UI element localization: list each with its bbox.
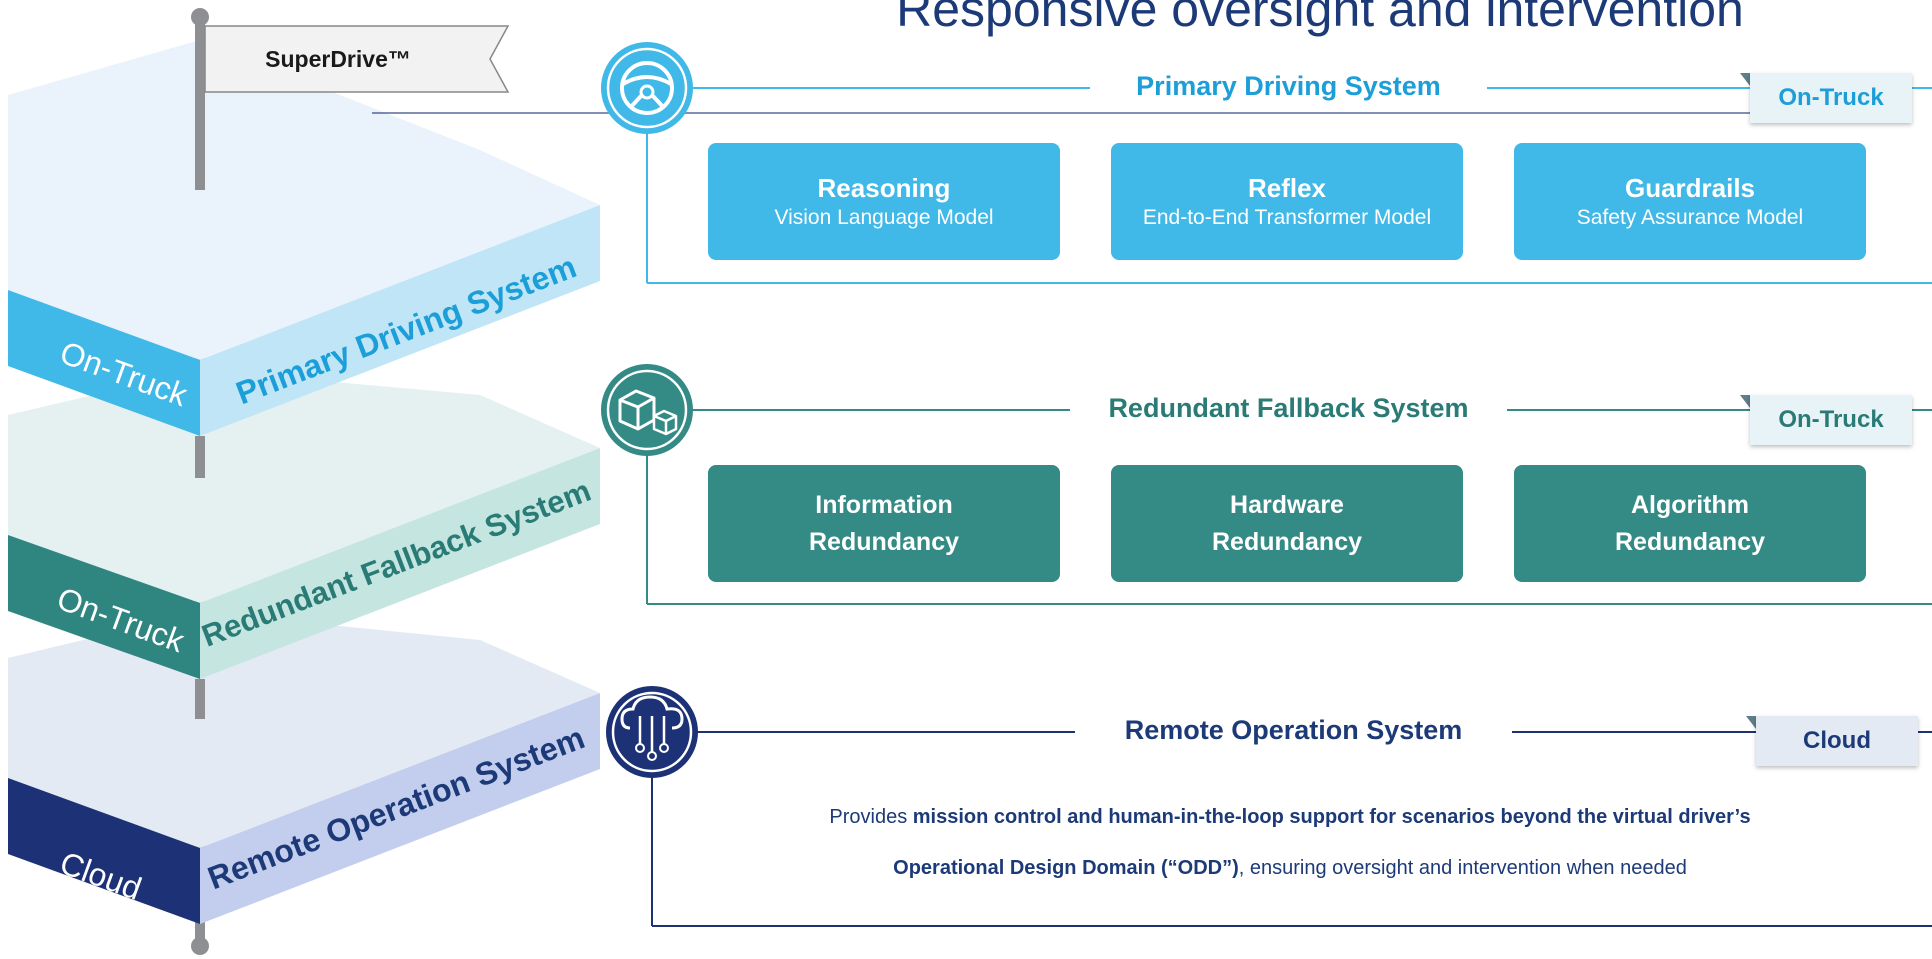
remote-deployment-tag: Cloud	[1756, 716, 1918, 766]
module-guardrails-title: Guardrails	[1624, 172, 1756, 203]
module-reasoning-subtitle: Vision Language Model	[774, 205, 994, 229]
remote-description-line2: Operational Design Domain (“ODD”), ensur…	[740, 857, 1840, 880]
fallback-tag-fold	[1740, 395, 1750, 408]
page-title: Responsive oversight and intervention	[896, 0, 1744, 37]
remote-section-title: Remote Operation System	[1124, 715, 1463, 745]
layer-remote-operation: Cloud Remote Operation System	[8, 612, 600, 924]
layer-fallback-top-face	[8, 370, 600, 603]
module-reflex: Reflex End-to-End Transformer Model	[1111, 143, 1463, 260]
module-reflex-title: Reflex	[1247, 172, 1327, 203]
module-guardrails-subtitle: Safety Assurance Model	[1576, 205, 1804, 229]
remote-tag-fold	[1746, 716, 1756, 729]
module-reasoning: Reasoning Vision Language Model	[708, 143, 1060, 260]
module-guardrails: Guardrails Safety Assurance Model	[1514, 143, 1866, 260]
superdrive-flag	[204, 25, 510, 93]
module-hardware-line2: Redundancy	[1211, 527, 1363, 556]
flag-pole-upper	[195, 16, 205, 190]
flag-pole-bottom-knob	[191, 937, 209, 955]
layer-fallback-side-face	[8, 535, 200, 679]
remote-description-line1-intro: Provides	[829, 806, 913, 828]
superdrive-flag-label: SuperDrive™	[265, 46, 411, 72]
primary-section-title: Primary Driving System	[1136, 71, 1441, 101]
steering-wheel-icon	[601, 42, 693, 134]
layer-fallback-front-face	[200, 448, 600, 679]
cloud-network-icon	[606, 686, 698, 778]
primary-deployment-tag: On-Truck	[1750, 73, 1912, 123]
module-reflex-subtitle: End-to-End Transformer Model	[1142, 205, 1432, 229]
module-information-redundancy: Information Redundancy	[708, 465, 1060, 582]
module-information-line2: Redundancy	[808, 527, 960, 556]
module-hardware-redundancy: Hardware Redundancy	[1111, 465, 1463, 582]
remote-section-frame	[651, 731, 1932, 927]
module-reasoning-title: Reasoning	[817, 172, 951, 203]
module-algorithm-line2: Redundancy	[1614, 527, 1766, 556]
layer-primary-top-face	[8, 40, 600, 360]
module-algorithm-redundancy: Algorithm Redundancy	[1514, 465, 1866, 582]
module-information-line1: Information	[815, 490, 953, 519]
primary-tag-fold	[1740, 73, 1750, 86]
remote-description-line1-bold: mission control and human-in-the-loop su…	[912, 806, 1751, 828]
layer-primary-side-face	[8, 290, 200, 436]
flag-pole-segment	[195, 436, 205, 478]
layer-remote-front-face	[200, 693, 600, 924]
module-algorithm-line1: Algorithm	[1630, 490, 1750, 519]
layer-primary-front-face	[200, 205, 600, 436]
layer-remote-top-face	[8, 612, 600, 848]
layer-primary-driving: On-Truck Primary Driving System	[8, 40, 600, 478]
fallback-deployment-tag: On-Truck	[1750, 395, 1912, 445]
module-hardware-line1: Hardware	[1230, 490, 1344, 519]
cubes-icon	[601, 364, 693, 456]
layer-remote-side-face	[8, 778, 200, 924]
remote-description-line2-bold: Operational Design Domain (“ODD”)	[893, 857, 1239, 879]
remote-description-line2-rest: , ensuring oversight and intervention wh…	[1238, 857, 1687, 879]
flag-pole-segment	[195, 679, 205, 719]
fallback-section-title: Redundant Fallback System	[1108, 393, 1469, 423]
remote-description-line1: Provides mission control and human-in-th…	[740, 806, 1840, 829]
